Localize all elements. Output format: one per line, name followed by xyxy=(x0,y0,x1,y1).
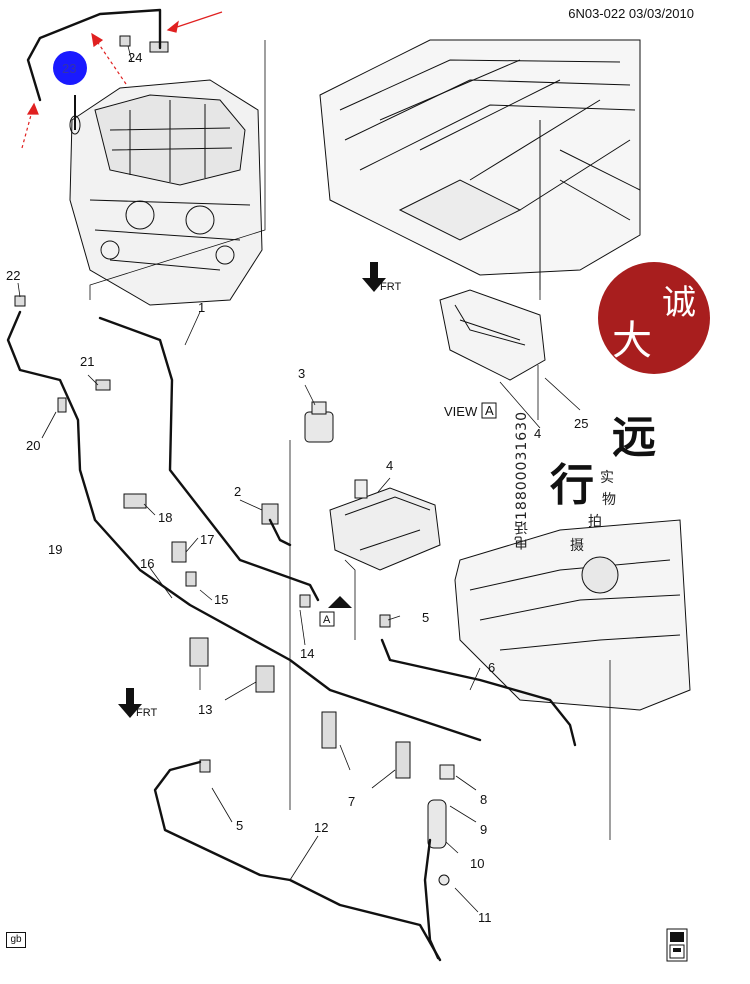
watermark-phone: 电话18800031630 xyxy=(514,411,530,550)
callout-23: 23 xyxy=(62,61,76,76)
view-a-marker-letter: A xyxy=(323,614,331,626)
wm-char-6: 摄 xyxy=(570,538,584,554)
callout-9: 9 xyxy=(480,822,487,837)
callout-16: 16 xyxy=(140,556,154,571)
wm-char-3: 实 xyxy=(600,470,614,486)
corner-label: gb xyxy=(6,932,26,948)
purge-valve-illustration xyxy=(304,401,334,443)
callout-24: 24 xyxy=(128,50,142,65)
callout-14: 14 xyxy=(300,646,314,661)
diagram-code: 6N03-022 03/03/2010 xyxy=(568,6,694,21)
leader-lines xyxy=(17,40,611,913)
watermark-characters: 远 行 实 物 拍 摄 xyxy=(550,412,656,554)
view-label: VIEW xyxy=(444,404,478,419)
callout-5-lower: 5 xyxy=(236,818,243,833)
callout-3: 3 xyxy=(298,366,305,381)
callout-22: 22 xyxy=(6,268,20,283)
callout-8: 8 xyxy=(480,792,487,807)
fuel-filter-illustration xyxy=(427,764,455,886)
fuel-tank-illustration xyxy=(454,519,691,711)
view-a-label: VIEW A xyxy=(444,402,497,419)
highlight-circle-23 xyxy=(53,51,87,85)
frt-label-upper: FRT xyxy=(380,281,401,293)
callout-4-canister: 4 xyxy=(386,458,393,473)
seal-char-1: 诚 xyxy=(662,283,696,323)
callouts: 1 2 3 4 4 5 5 6 7 8 9 10 11 12 13 14 15 … xyxy=(6,50,588,925)
wm-char-1: 远 xyxy=(612,412,656,463)
callout-20: 20 xyxy=(26,438,40,453)
callout-17: 17 xyxy=(200,532,214,547)
engine-illustration xyxy=(69,79,263,306)
view-a-marker: A xyxy=(319,596,352,627)
callout-1: 1 xyxy=(198,300,205,315)
callout-2: 2 xyxy=(234,484,241,499)
wm-char-4: 物 xyxy=(602,492,616,508)
callout-10: 10 xyxy=(470,856,484,871)
gas-pump-icon xyxy=(666,928,688,962)
callout-5-upper: 5 xyxy=(422,610,429,625)
callout-18: 18 xyxy=(158,510,172,525)
fuel-lines xyxy=(6,8,577,962)
evap-canister-illustration xyxy=(329,479,441,571)
callout-6: 6 xyxy=(488,660,495,675)
watermark-seal: 诚 大 xyxy=(598,262,710,374)
callout-19: 19 xyxy=(48,542,62,557)
wm-char-2: 行 xyxy=(550,460,594,511)
callout-21: 21 xyxy=(80,354,94,369)
callout-12: 12 xyxy=(314,820,328,835)
view-letter: A xyxy=(485,403,494,418)
callout-7: 7 xyxy=(348,794,355,809)
frt-arrow-upper: FRT xyxy=(362,262,401,293)
callout-11: 11 xyxy=(478,910,492,925)
callout-13: 13 xyxy=(198,702,212,717)
canister-bracket-illustration xyxy=(439,289,546,381)
wm-char-5: 拍 xyxy=(588,514,602,530)
callout-25: 25 xyxy=(574,416,588,431)
frt-arrow-lower: FRT xyxy=(118,688,157,719)
callout-15: 15 xyxy=(214,592,228,607)
red-arrows xyxy=(21,11,223,149)
seal-char-2: 大 xyxy=(612,318,652,364)
frt-label-lower: FRT xyxy=(136,707,157,719)
underbody-illustration xyxy=(319,39,641,290)
callout-4-view: 4 xyxy=(534,426,541,441)
